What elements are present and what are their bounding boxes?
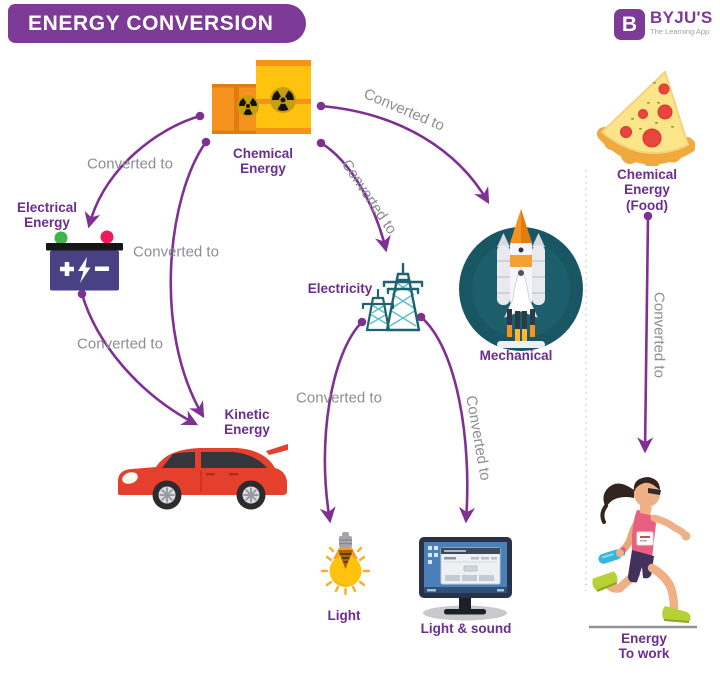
chemical-energy-label: Chemical Energy	[232, 146, 294, 177]
chemical-energy-food-label: Chemical Energy (Food)	[616, 167, 678, 213]
energy-to-work-label: Energy To work	[609, 631, 679, 662]
power-towers-icon	[361, 262, 424, 332]
energy-to-work-line1: Energy	[621, 631, 667, 646]
electricity-label: Electricity	[307, 281, 373, 296]
electrical-energy-label: Electrical Energy	[16, 200, 78, 231]
arrow-chemical-to-kinetic	[169, 141, 208, 419]
mechanical-label: Mechanical	[479, 348, 553, 363]
arrow-start-dots	[77, 101, 653, 327]
light-bulb-icon	[320, 532, 371, 596]
space-shuttle-icon	[459, 209, 583, 351]
car-icon	[118, 444, 288, 510]
edge-label-electrical-kinetic: Converted to	[77, 335, 163, 353]
arrow-electrical-to-kinetic	[80, 293, 199, 426]
byjus-logo-icon: B	[614, 9, 645, 40]
edge-label-chemical-kinetic: Converted to	[133, 243, 219, 261]
arrow-food-to-work	[637, 215, 654, 454]
byjus-logo-letter: B	[621, 12, 638, 36]
arrow-chemical-to-mechanical	[320, 104, 490, 205]
pizza-slice-icon	[597, 70, 695, 166]
computer-monitor-icon	[419, 537, 512, 621]
edge-label-chemical-electrical: Converted to	[87, 155, 173, 173]
edge-label-electricity-light: Converted to	[296, 389, 382, 407]
brand-tagline: The Learning App	[650, 27, 710, 36]
fuel-barrels-icon	[212, 60, 311, 134]
arrow-chemical-to-electricity	[320, 141, 391, 253]
light-and-sound-label: Light & sound	[420, 621, 512, 636]
brand-name: BYJU'S	[650, 8, 713, 27]
runner-icon	[592, 477, 691, 623]
edge-label-food-work: Converted to	[650, 292, 668, 378]
light-label: Light	[327, 608, 361, 623]
page-title-text: ENERGY CONVERSION	[28, 11, 274, 35]
energy-to-work-line2: To work	[618, 646, 670, 662]
page-title: ENERGY CONVERSION	[8, 4, 306, 43]
arrow-chemical-to-electrical	[84, 114, 201, 229]
arrow-electricity-to-light	[319, 321, 363, 524]
battery-icon	[46, 230, 123, 291]
byjus-logo[interactable]: B BYJU'S The Learning App	[614, 9, 713, 40]
kinetic-energy-label: Kinetic Energy	[224, 407, 270, 438]
arrow-electricity-to-lightsound	[420, 316, 476, 524]
